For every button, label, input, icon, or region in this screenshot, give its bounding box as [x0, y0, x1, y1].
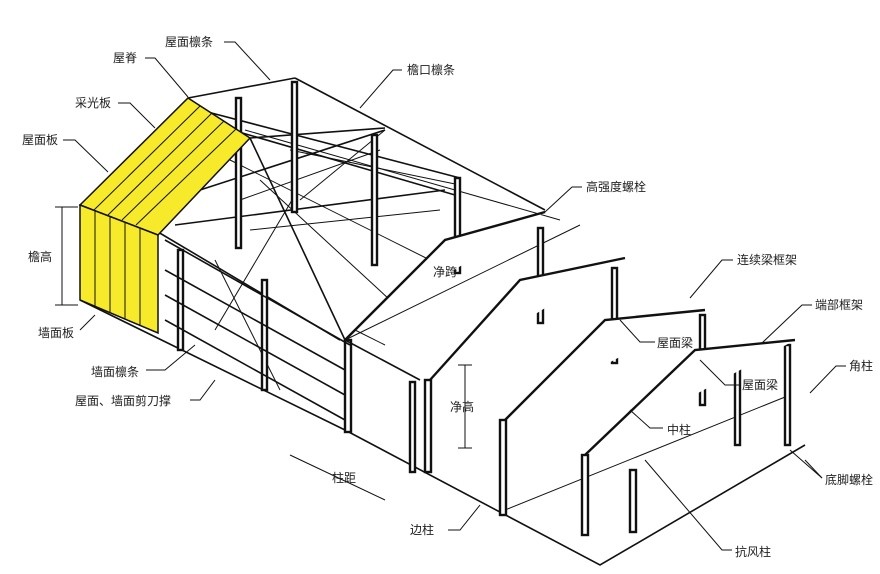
- label-clear-span: 净跨: [433, 265, 458, 279]
- label-column-spacing: 柱距: [332, 471, 357, 485]
- label-roof-beam-1: 屋面梁: [657, 336, 694, 350]
- label-middle-column: 中柱: [667, 423, 692, 437]
- label-bracing: 屋面、墙面剪刀撑: [75, 394, 172, 408]
- leader-lines: [63, 41, 846, 551]
- label-skylight-panel: 采光板: [75, 96, 112, 110]
- label-eave-height: 檐高: [28, 250, 53, 264]
- label-roof-panel: 屋面板: [22, 133, 59, 147]
- label-roof-purlin: 屋面檩条: [165, 35, 214, 49]
- columns: [176, 80, 792, 537]
- label-clear-height: 净高: [450, 400, 475, 414]
- label-ridge: 屋脊: [113, 51, 138, 65]
- label-anchor-bolt: 底脚螺栓: [825, 473, 874, 487]
- label-wall-purlin: 墙面檩条: [91, 365, 140, 379]
- label-side-column: 边柱: [410, 523, 435, 537]
- wall-girts: [164, 239, 351, 421]
- dimension-lines: [55, 206, 472, 501]
- label-eave-purlin: 檐口檩条: [407, 63, 456, 77]
- roof-and-wall-panels: [78, 97, 252, 335]
- label-corner-column: 角柱: [849, 359, 874, 373]
- label-end-frame: 端部框架: [815, 298, 864, 312]
- label-continuous-beam-frame: 连续梁框架: [737, 253, 798, 267]
- label-high-strength-bolt: 高强度螺栓: [586, 180, 647, 194]
- label-wall-panel: 墙面板: [38, 326, 75, 340]
- label-roof-beam-2: 屋面梁: [742, 378, 779, 392]
- portal-frames: [344, 210, 796, 456]
- label-wind-column: 抗风柱: [735, 545, 772, 559]
